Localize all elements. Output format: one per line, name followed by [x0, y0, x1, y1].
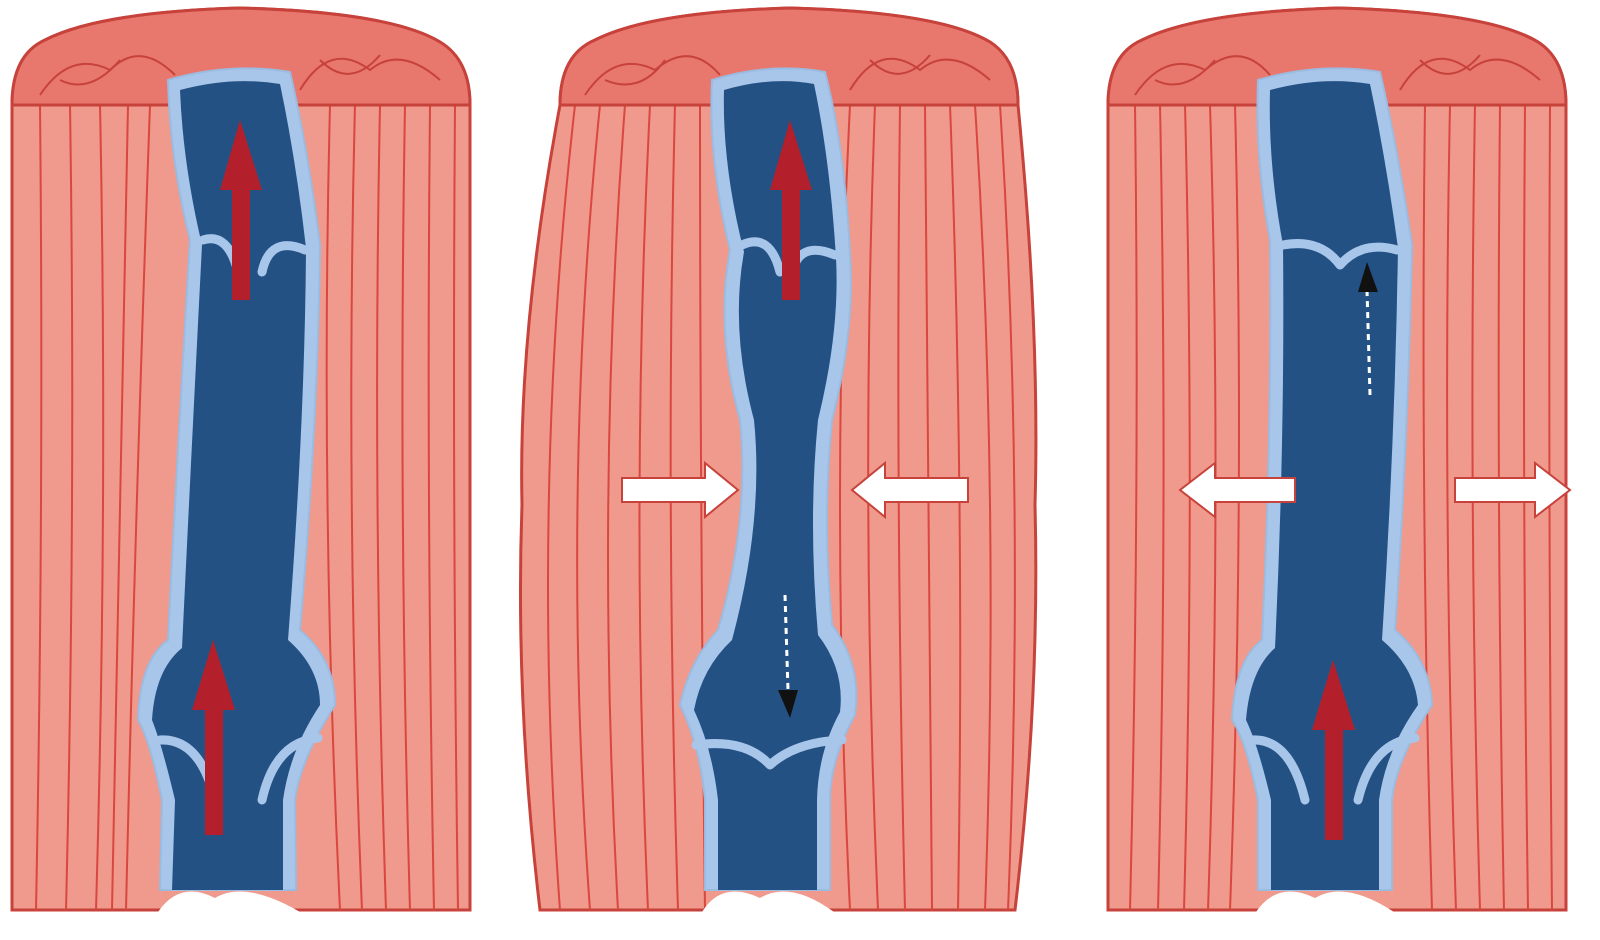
panel-relaxing	[1108, 8, 1570, 912]
panel-relaxed	[12, 8, 470, 912]
panel-contracted	[520, 8, 1035, 912]
